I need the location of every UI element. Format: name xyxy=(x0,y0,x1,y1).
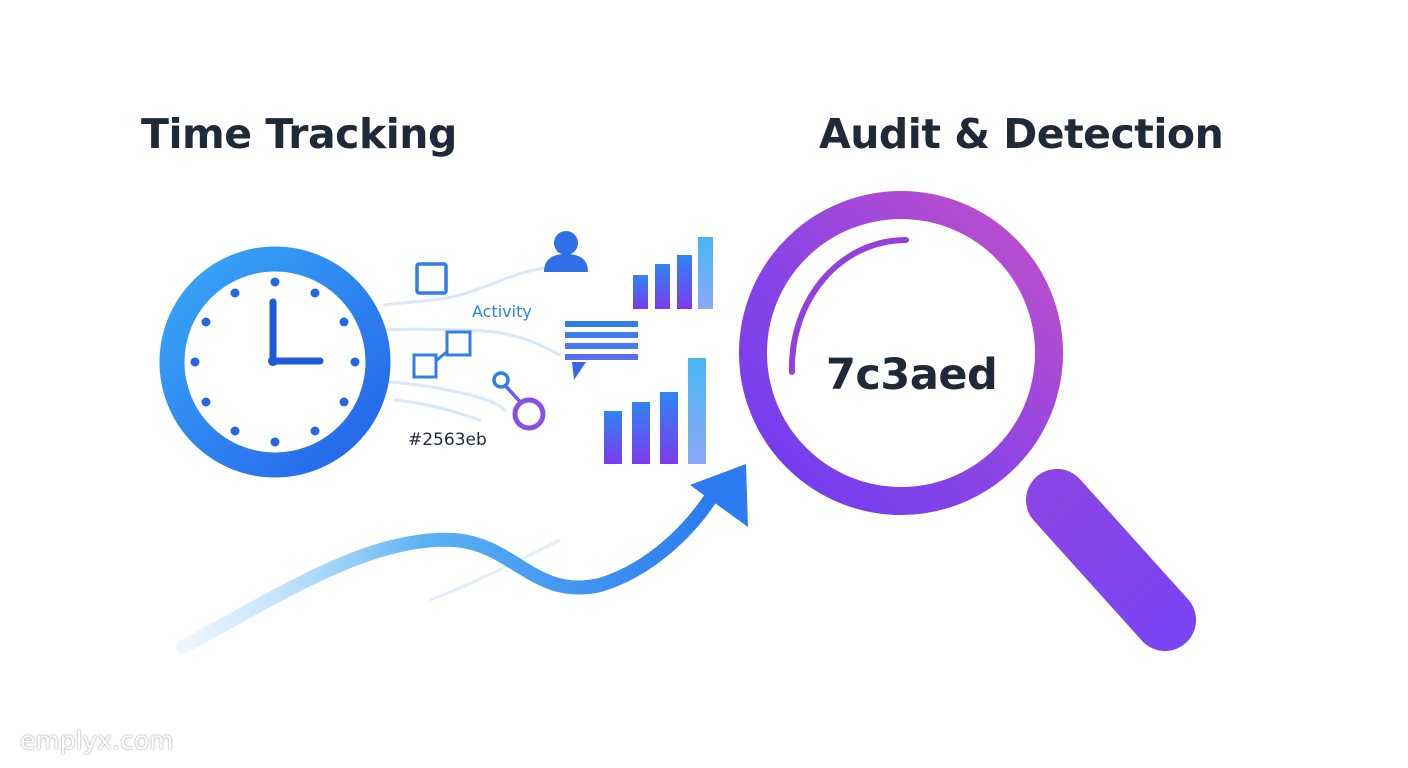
checkbox-icon xyxy=(415,262,448,295)
connector-lines xyxy=(378,266,562,422)
bar-chart-icon xyxy=(633,237,713,309)
bar-chart-icon xyxy=(604,358,706,464)
user-icon xyxy=(544,231,588,272)
chat-bubble-icon xyxy=(565,321,638,380)
trend-arrow-icon xyxy=(176,464,748,654)
activity-label: Activity xyxy=(472,302,532,321)
magnifying-glass-icon xyxy=(739,191,1196,651)
clock-icon xyxy=(159,246,391,478)
lens-code-label: 7c3aed xyxy=(826,350,998,400)
hex-code-label: #2563eb xyxy=(408,430,487,450)
audit-detection-heading: Audit & Detection xyxy=(819,110,1224,158)
time-tracking-heading: Time Tracking xyxy=(141,110,457,158)
node-link-icon xyxy=(412,330,472,379)
link-node-icon xyxy=(492,371,546,431)
watermark: emplyx.com xyxy=(20,726,174,755)
